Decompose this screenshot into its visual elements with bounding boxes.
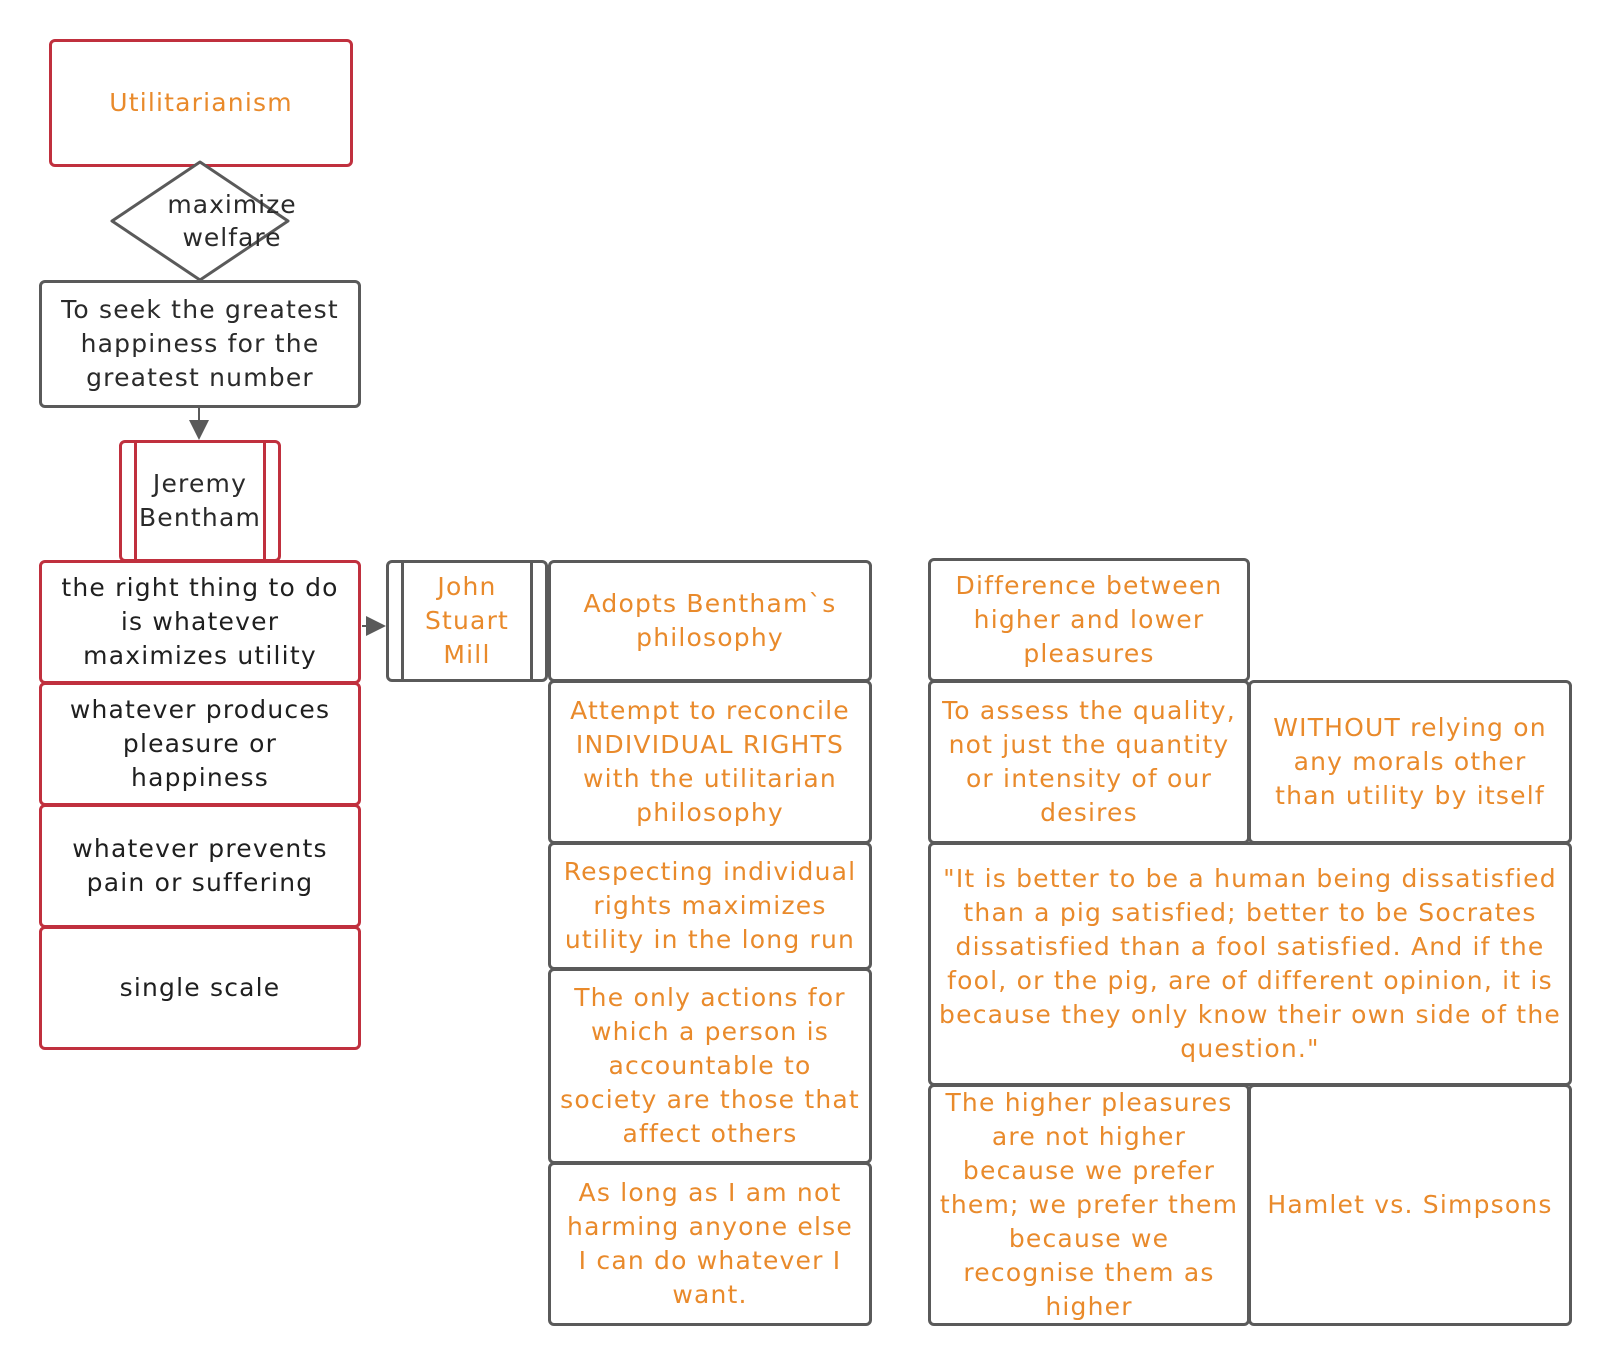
decision-label: maximize welfare	[167, 190, 297, 252]
bentham-point-text: whatever prevents pain or suffering	[72, 834, 328, 897]
decision-maximize-welfare: maximize welfare	[110, 160, 296, 282]
definition-text: To seek the greatest happiness for the g…	[61, 295, 339, 392]
bentham-point-3: single scale	[39, 926, 361, 1050]
mill-point-text: Adopts Bentham`s philosophy	[583, 589, 837, 652]
mill-point-3: The only actions for which a person is a…	[548, 968, 872, 1164]
definition-box: To seek the greatest happiness for the g…	[39, 280, 361, 408]
bentham-point-text: single scale	[119, 973, 281, 1002]
pleasures-assess: To assess the quality, not just the quan…	[928, 680, 1250, 844]
mill-point-4: As long as I am not harming anyone else …	[548, 1162, 872, 1326]
pleasures-higher-text: The higher pleasures are not higher beca…	[939, 1088, 1239, 1321]
bentham-point-1: whatever produces pleasure or happiness	[39, 682, 361, 806]
root-title: Utilitarianism	[109, 88, 293, 117]
pleasures-higher: The higher pleasures are not higher beca…	[928, 1084, 1250, 1326]
mill-node: John Stuart Mill	[386, 560, 548, 682]
pleasures-example-text: Hamlet vs. Simpsons	[1267, 1190, 1553, 1219]
pleasures-example: Hamlet vs. Simpsons	[1248, 1084, 1572, 1326]
mill-point-text: Respecting individual rights maximizes u…	[563, 857, 857, 954]
bentham-name: Jeremy Bentham	[138, 469, 262, 532]
pleasures-without: WITHOUT relying on any morals other than…	[1248, 680, 1572, 844]
bentham-point-0: the right thing to do is whatever maximi…	[39, 560, 361, 684]
pleasures-without-text: WITHOUT relying on any morals other than…	[1273, 713, 1547, 810]
mill-point-0: Adopts Bentham`s philosophy	[548, 560, 872, 682]
mill-point-text: Attempt to reconcile INDIVIDUAL RIGHTS w…	[570, 696, 850, 827]
bentham-node: Jeremy Bentham	[119, 440, 281, 562]
bentham-point-text: the right thing to do is whatever maximi…	[61, 573, 339, 670]
bentham-point-2: whatever prevents pain or suffering	[39, 804, 361, 928]
pleasures-heading: Difference between higher and lower plea…	[928, 558, 1250, 682]
mill-point-2: Respecting individual rights maximizes u…	[548, 842, 872, 970]
mill-point-text: As long as I am not harming anyone else …	[567, 1178, 853, 1309]
pleasures-quote-text: "It is better to be a human being dissat…	[939, 864, 1561, 1063]
mill-point-1: Attempt to reconcile INDIVIDUAL RIGHTS w…	[548, 680, 872, 844]
pleasures-assess-text: To assess the quality, not just the quan…	[942, 696, 1236, 827]
bentham-point-text: whatever produces pleasure or happiness	[69, 695, 331, 792]
mill-name: John Stuart Mill	[424, 572, 510, 669]
mill-point-text: The only actions for which a person is a…	[560, 983, 860, 1148]
pleasures-heading-text: Difference between higher and lower plea…	[955, 571, 1223, 668]
pleasures-quote: "It is better to be a human being dissat…	[928, 842, 1572, 1086]
root-utilitarianism: Utilitarianism	[49, 39, 353, 167]
